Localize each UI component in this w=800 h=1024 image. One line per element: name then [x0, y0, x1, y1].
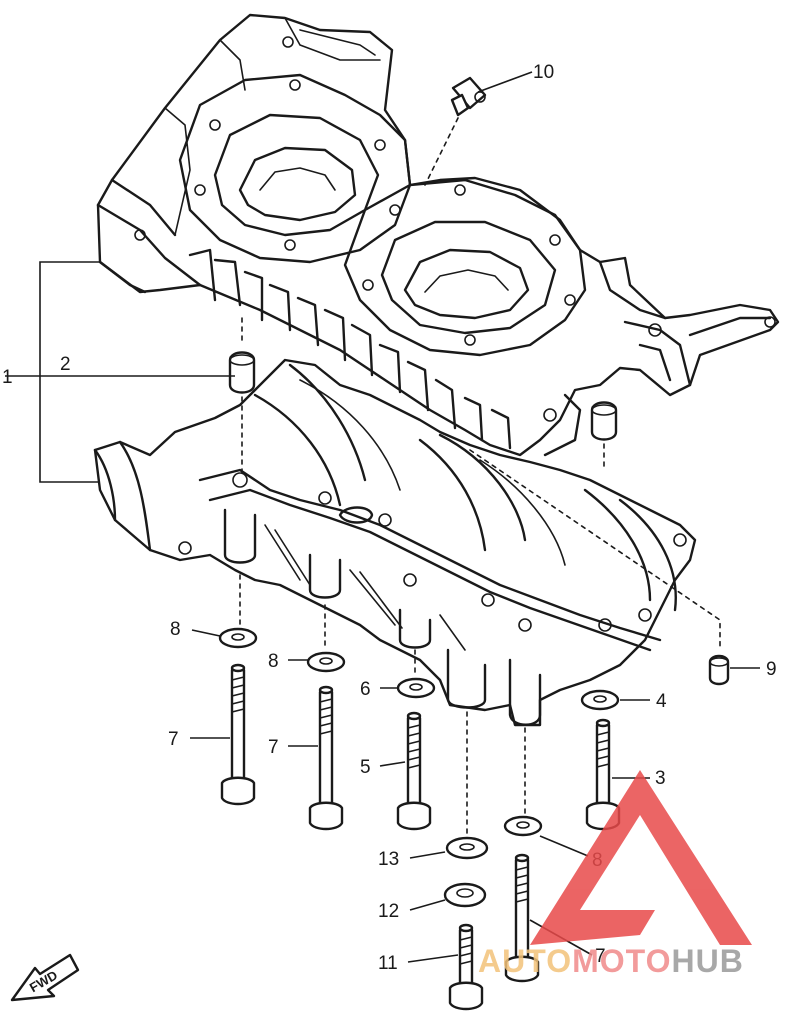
lower-crankcase	[93, 358, 697, 727]
callout-10: 10	[533, 62, 554, 83]
watermark-hub: HUB	[671, 943, 743, 979]
callout-8-left: 8	[170, 619, 181, 640]
washer-4	[580, 689, 620, 711]
callout-3: 3	[655, 768, 666, 789]
watermark-logo-icon	[530, 770, 752, 945]
callout-9: 9	[766, 659, 777, 680]
dowel-pin-right	[590, 401, 618, 441]
bolt-3	[585, 718, 621, 831]
callout-12: 12	[378, 901, 399, 922]
callout-7-right: 7	[595, 946, 606, 967]
dowel-pin-left	[228, 351, 256, 394]
watermark-auto: AUTO	[478, 943, 572, 979]
fwd-arrow-icon: FWD	[10, 953, 80, 1002]
callout-5: 5	[360, 757, 371, 778]
callout-8-mid: 8	[268, 651, 279, 672]
callout-1: 1	[2, 367, 13, 388]
svg-text:AUTOMOTOHUB: AUTOMOTOHUB	[478, 943, 744, 979]
callout-7-mid: 7	[268, 737, 279, 758]
washer-6	[396, 677, 436, 699]
callout-4: 4	[656, 691, 667, 712]
bolt-7-right	[504, 853, 540, 983]
spring-washer-12	[443, 882, 487, 908]
dowel-pin-9	[708, 654, 730, 686]
callout-2: 2	[60, 354, 71, 375]
washer-8-mid	[306, 651, 346, 673]
washer-13	[445, 836, 489, 860]
bolt-7-left	[220, 663, 256, 806]
callout-11: 11	[378, 953, 398, 974]
callout-13: 13	[378, 849, 399, 870]
washer-8-left	[218, 627, 258, 649]
callout-6: 6	[360, 679, 371, 700]
bolt-11	[448, 923, 484, 1011]
automotohub-watermark: AUTOMOTOHUB	[478, 770, 752, 979]
callout-7-left: 7	[168, 729, 179, 750]
bolt-7-mid	[308, 685, 344, 831]
watermark-moto: MOTO	[572, 943, 671, 979]
upper-crankcase	[96, 13, 780, 457]
bolt-5	[396, 711, 432, 831]
washer-8-right	[503, 815, 543, 837]
temp-sensor	[450, 76, 487, 117]
